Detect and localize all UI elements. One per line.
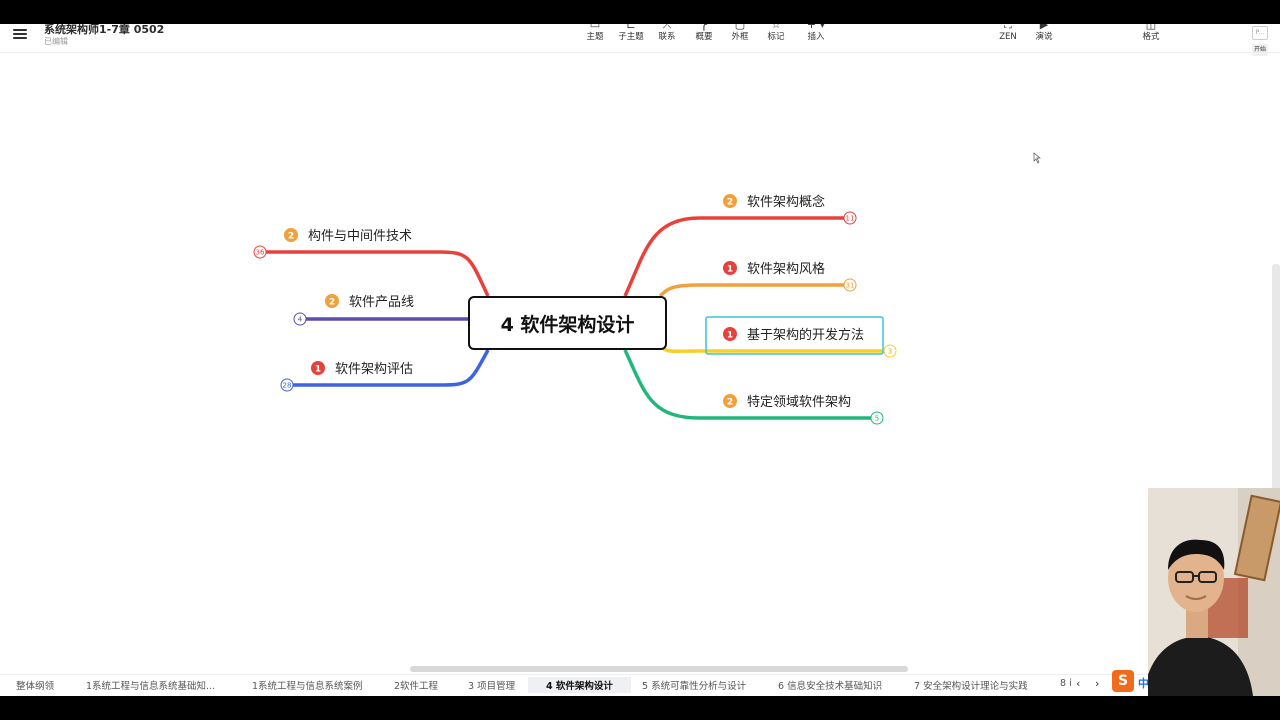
svg-text:3: 3 bbox=[888, 348, 892, 356]
topic-software-architecture-concept[interactable]: 2 软件架构概念 11 bbox=[723, 194, 857, 225]
branch-line bbox=[260, 250, 490, 297]
collapse-count-badge[interactable]: 31 bbox=[843, 278, 857, 292]
marker-button[interactable]: ☆ 标记 bbox=[756, 24, 796, 42]
sheet-tab-bar: 整体纲领 1系统工程与信息系统基础知... 1系统工程与信息系统案例 2软件工程… bbox=[0, 674, 1280, 696]
collapse-count-badge[interactable]: 11 bbox=[843, 211, 857, 225]
svg-text:4: 4 bbox=[298, 316, 303, 324]
subtopic-button[interactable]: ⊏ 子主题 bbox=[611, 24, 651, 42]
chevron-right-icon[interactable]: › bbox=[1095, 677, 1100, 690]
sheet-tab[interactable]: 整体纲领 bbox=[16, 681, 55, 692]
collapse-count-badge[interactable]: 5 bbox=[870, 411, 884, 425]
sheet-tab-active[interactable]: 4 软件架构设计 bbox=[528, 677, 631, 693]
relationship-icon: ⤫ bbox=[662, 24, 672, 31]
summary-icon: ⎬ bbox=[699, 24, 709, 31]
sheet-tab[interactable]: 8 i bbox=[1060, 678, 1072, 689]
vertical-scrollbar[interactable] bbox=[1272, 264, 1280, 494]
boundary-button[interactable]: ▢ 外框 bbox=[720, 24, 760, 42]
branch-line bbox=[623, 349, 877, 420]
save-status: 已编辑 bbox=[44, 37, 68, 46]
top-toolbar: 系统架构师1-7章 0502 已编辑 ▭ 主题 ⊏ 子主题 ⤫ 联系 ⎬ 概要 … bbox=[0, 24, 1280, 56]
horizontal-scrollbar[interactable] bbox=[410, 666, 908, 672]
topic-label: 软件架构评估 bbox=[335, 362, 413, 377]
topic-domain-specific-architecture[interactable]: 2 特定领域软件架构 5 bbox=[723, 394, 884, 425]
format-icon: ◫ bbox=[1145, 24, 1157, 31]
sheet-tab[interactable]: 1系统工程与信息系统基础知... bbox=[86, 681, 216, 692]
collapse-count-badge[interactable]: 3 bbox=[883, 344, 897, 358]
branch-line bbox=[623, 216, 850, 297]
svg-text:1: 1 bbox=[315, 365, 321, 375]
summary-button[interactable]: ⎬ 概要 bbox=[684, 24, 724, 42]
topic-label: 构件与中间件技术 bbox=[308, 229, 412, 244]
svg-text:2: 2 bbox=[727, 198, 733, 208]
priority-1-icon: 1 bbox=[311, 361, 325, 375]
presenter-video bbox=[1148, 488, 1280, 696]
svg-text:11: 11 bbox=[846, 215, 855, 223]
priority-2-icon: 2 bbox=[284, 228, 298, 242]
panel-badge[interactable]: P... bbox=[1252, 26, 1268, 40]
mindmap-canvas[interactable]: 2 软件架构概念 11 1 软件架构风格 31 bbox=[0, 53, 1272, 665]
insert-button[interactable]: + ▾ 插入 bbox=[796, 24, 836, 42]
ime-logo-icon[interactable]: S bbox=[1112, 670, 1134, 692]
svg-text:28: 28 bbox=[283, 382, 292, 390]
topic-label: 软件架构概念 bbox=[747, 194, 825, 210]
topic-label: 基于架构的开发方法 bbox=[747, 327, 864, 343]
boundary-icon: ▢ bbox=[734, 24, 746, 31]
sheet-tab[interactable]: 7 安全架构设计理论与实践 bbox=[914, 681, 1028, 692]
topic-architecture-based-development[interactable]: 1 基于架构的开发方法 3 bbox=[723, 327, 897, 358]
topic-software-architecture-style[interactable]: 1 软件架构风格 31 bbox=[723, 261, 857, 292]
branch-line bbox=[287, 349, 490, 387]
webcam-overlay bbox=[1148, 488, 1280, 696]
marker-icon: ☆ bbox=[771, 24, 781, 31]
svg-text:1: 1 bbox=[727, 265, 733, 275]
relationship-button[interactable]: ⤫ 联系 bbox=[647, 24, 687, 42]
topic-icon: ▭ bbox=[589, 24, 601, 31]
topic-label: 软件产品线 bbox=[349, 295, 414, 310]
topic-label: 软件架构风格 bbox=[747, 261, 825, 277]
branch-line bbox=[658, 344, 890, 354]
svg-text:31: 31 bbox=[846, 282, 855, 290]
svg-text:2: 2 bbox=[329, 298, 335, 308]
zen-icon: ⛶ bbox=[1004, 24, 1012, 31]
priority-1-icon: 1 bbox=[723, 327, 737, 341]
priority-2-icon: 2 bbox=[723, 194, 737, 208]
chevron-left-icon[interactable]: ‹ bbox=[1076, 677, 1081, 690]
branch-line bbox=[658, 283, 850, 298]
svg-text:5: 5 bbox=[875, 415, 879, 423]
mindmap-connectors: 2 软件架构概念 11 1 软件架构风格 31 bbox=[253, 152, 1041, 425]
topic-component-middleware[interactable]: 2 构件与中间件技术 36 bbox=[253, 228, 412, 259]
priority-1-icon: 1 bbox=[723, 261, 737, 275]
sheet-tab[interactable]: 1系统工程与信息系统案例 bbox=[252, 681, 363, 692]
collapse-count-badge[interactable]: 4 bbox=[293, 312, 307, 326]
menu-icon[interactable] bbox=[13, 27, 27, 41]
start-button[interactable]: 开始 bbox=[1252, 44, 1268, 56]
collapse-count-badge[interactable]: 28 bbox=[280, 378, 294, 392]
presentation-button[interactable]: ▶ 演说 bbox=[1024, 24, 1064, 42]
priority-2-icon: 2 bbox=[723, 394, 737, 408]
central-topic[interactable]: 4 软件架构设计 bbox=[468, 296, 667, 350]
svg-text:36: 36 bbox=[256, 249, 265, 257]
sheet-tab[interactable]: 2软件工程 bbox=[394, 681, 439, 692]
mindmap-app: 系统架构师1-7章 0502 已编辑 ▭ 主题 ⊏ 子主题 ⤫ 联系 ⎬ 概要 … bbox=[0, 24, 1280, 696]
topic-software-product-line[interactable]: 2 软件产品线 4 bbox=[293, 294, 414, 326]
document-title[interactable]: 系统架构师1-7章 0502 bbox=[44, 24, 165, 36]
svg-text:1: 1 bbox=[727, 331, 733, 341]
presentation-icon: ▶ bbox=[1039, 24, 1049, 31]
sheet-tab[interactable]: 3 项目管理 bbox=[468, 681, 516, 692]
svg-text:2: 2 bbox=[727, 398, 733, 408]
svg-text:2: 2 bbox=[288, 232, 294, 242]
subtopic-icon: ⊏ bbox=[626, 24, 636, 31]
collapse-count-badge[interactable]: 36 bbox=[253, 245, 267, 259]
insert-icon: + ▾ bbox=[806, 24, 826, 31]
topic-architecture-evaluation[interactable]: 1 软件架构评估 28 bbox=[280, 361, 413, 392]
sheet-tab[interactable]: 6 信息安全技术基础知识 bbox=[778, 681, 883, 692]
cursor-icon bbox=[1033, 152, 1041, 164]
selection-frame bbox=[705, 316, 884, 355]
sheet-tab[interactable]: 5 系统可靠性分析与设计 bbox=[642, 681, 747, 692]
topic-button[interactable]: ▭ 主题 bbox=[575, 24, 615, 42]
zen-button[interactable]: ⛶ ZEN bbox=[988, 24, 1028, 42]
priority-2-icon: 2 bbox=[325, 294, 339, 308]
ime-mode-indicator[interactable]: 中 bbox=[1138, 677, 1149, 690]
topic-label: 特定领域软件架构 bbox=[747, 395, 851, 410]
format-button[interactable]: ◫ 格式 bbox=[1131, 24, 1171, 42]
